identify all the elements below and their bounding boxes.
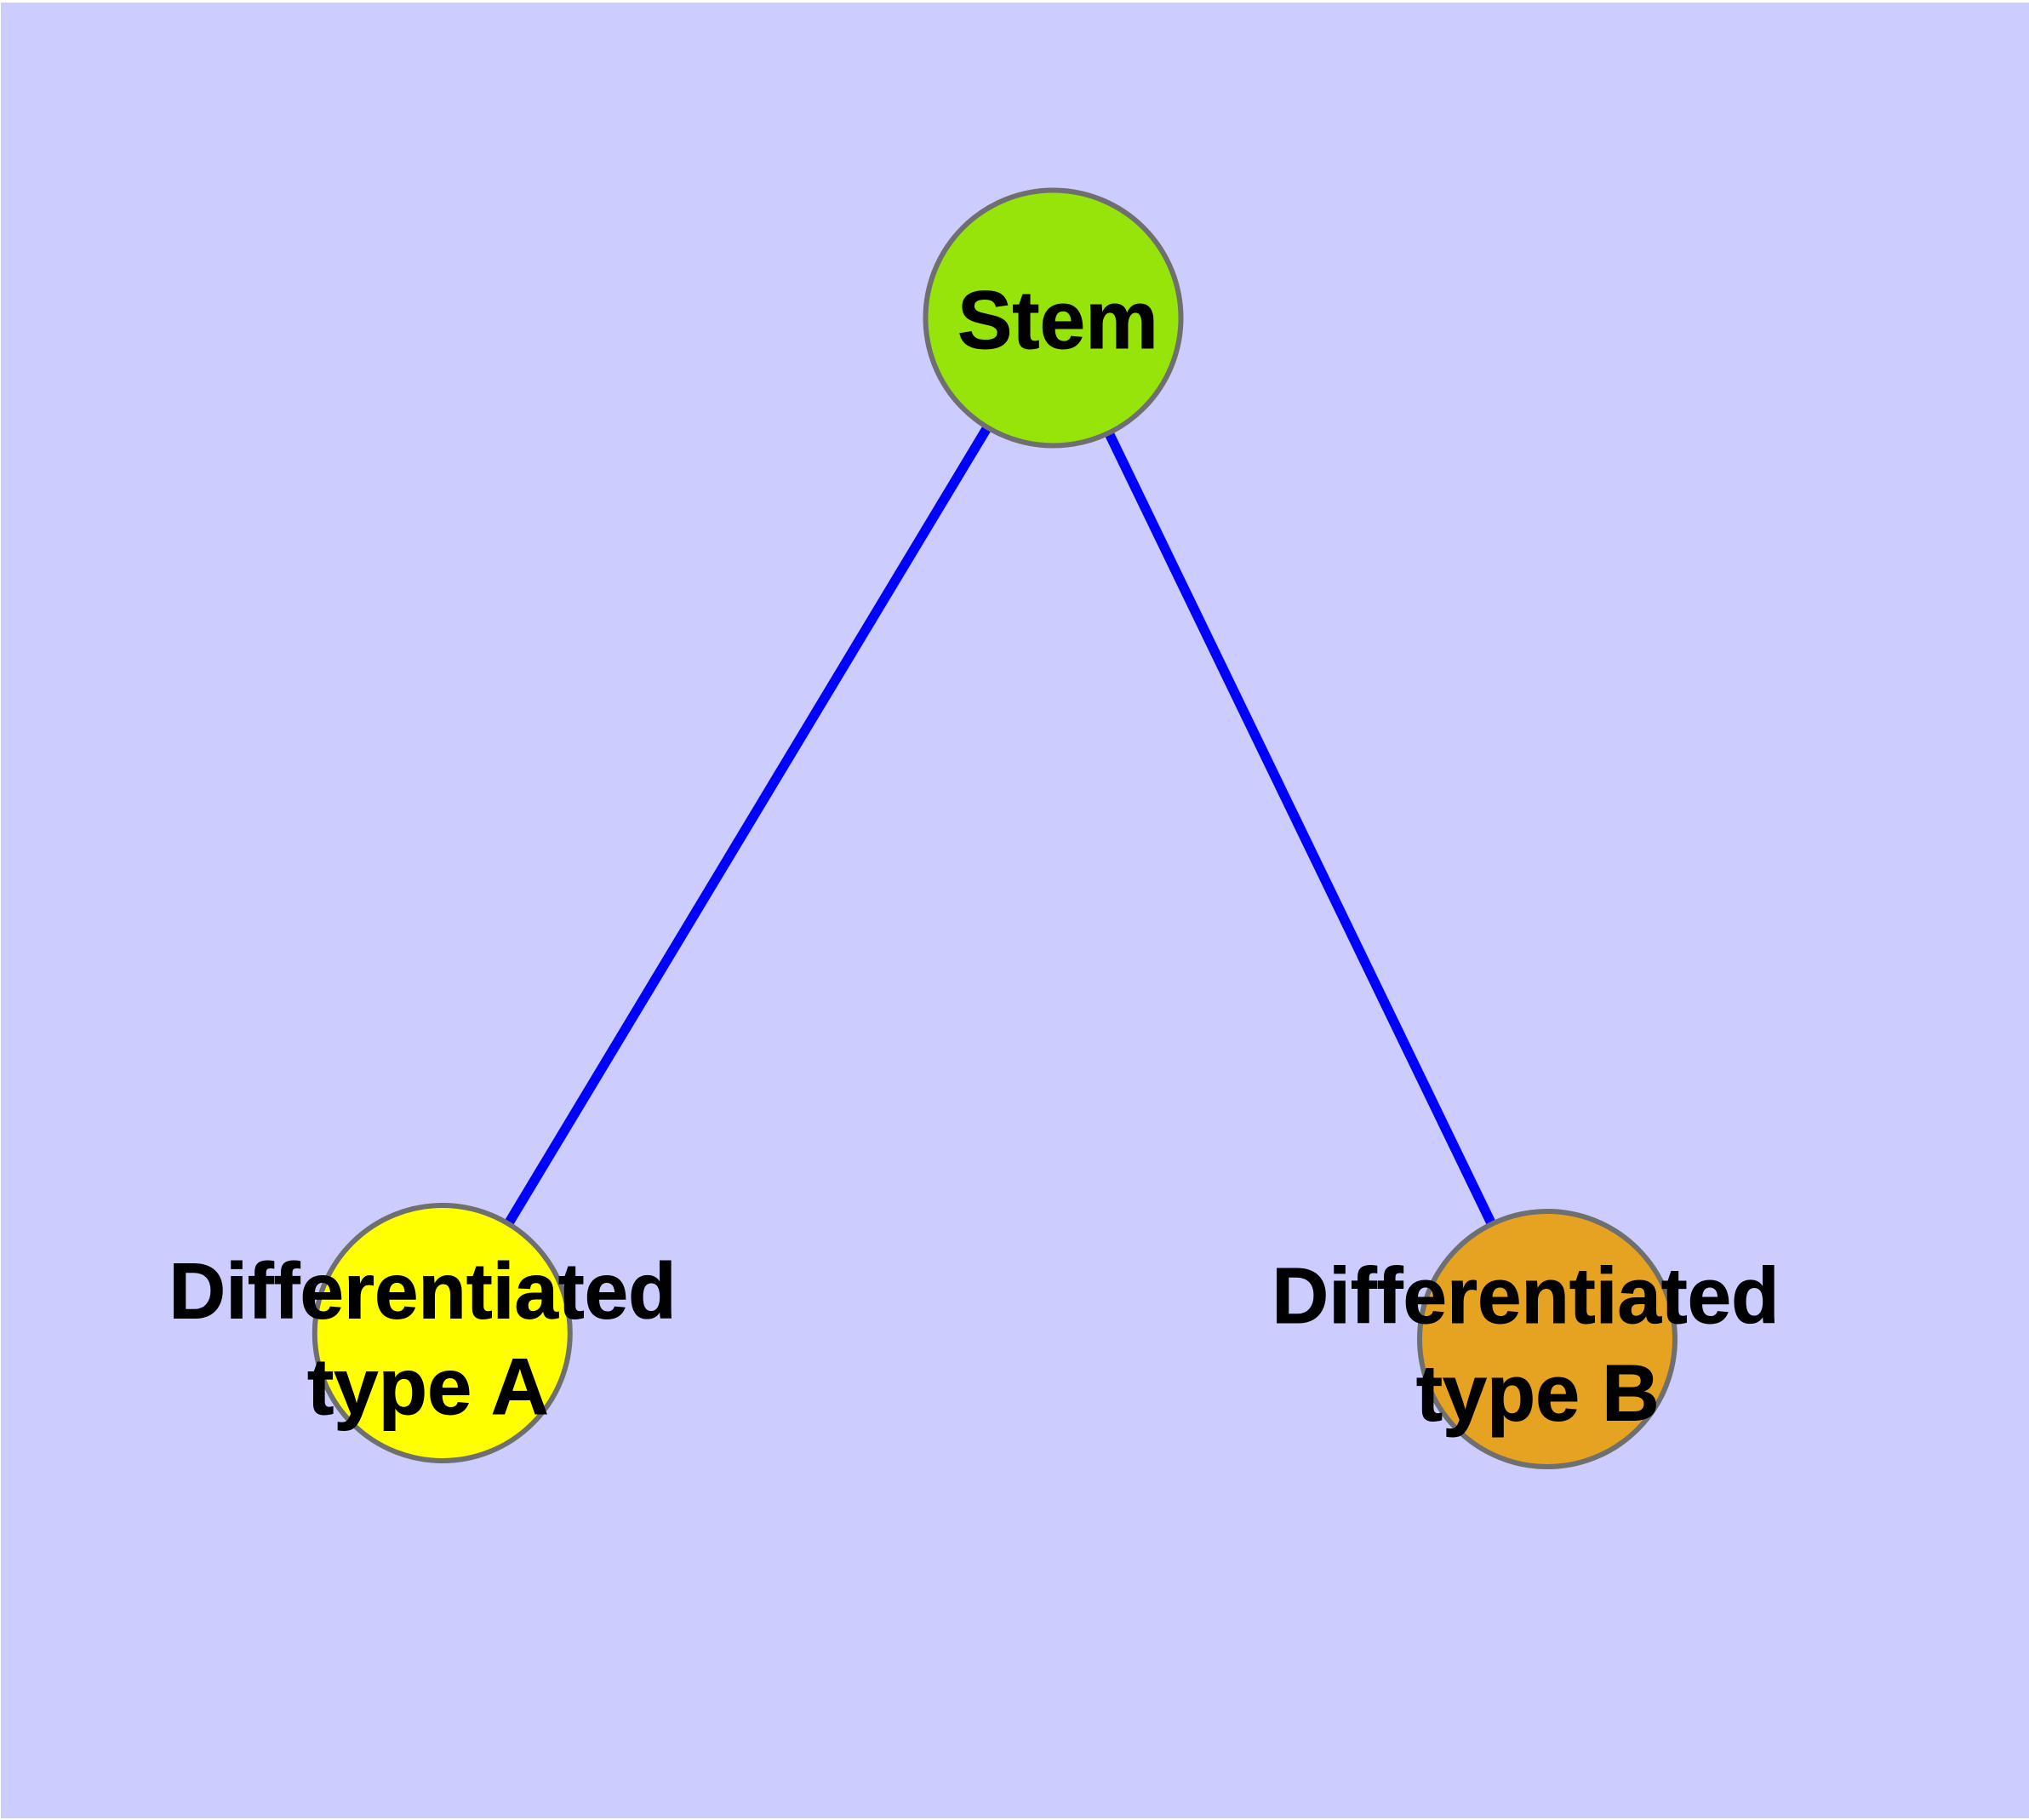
svg-text:Differentiated: Differentiated <box>169 1247 676 1336</box>
svg-text:type A: type A <box>307 1342 549 1431</box>
svg-text:type B: type B <box>1416 1348 1660 1438</box>
svg-text:Differentiated: Differentiated <box>1272 1251 1779 1340</box>
svg-text:Stem: Stem <box>957 275 1158 366</box>
